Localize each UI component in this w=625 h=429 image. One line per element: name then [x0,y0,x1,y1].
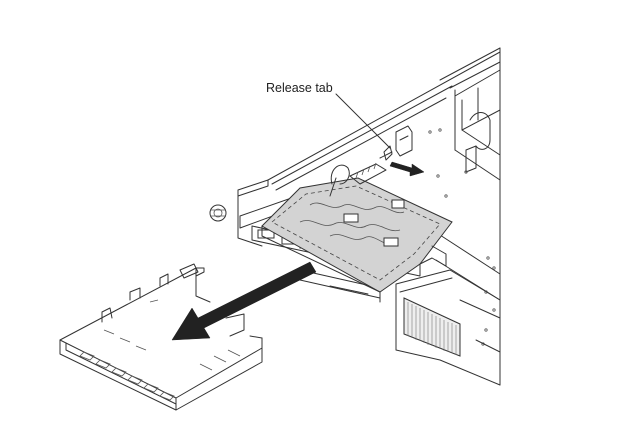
arrow-down-left-icon [171,261,317,341]
thumbscrew-icon [209,204,227,222]
release-tab-callout [335,93,391,149]
drive-bay [395,269,501,386]
release-tab-label: Release tab [266,81,333,95]
arrow-right-icon [389,161,425,177]
server-chassis [209,47,501,386]
removed-tray [59,263,263,411]
drive-cage [261,145,453,303]
